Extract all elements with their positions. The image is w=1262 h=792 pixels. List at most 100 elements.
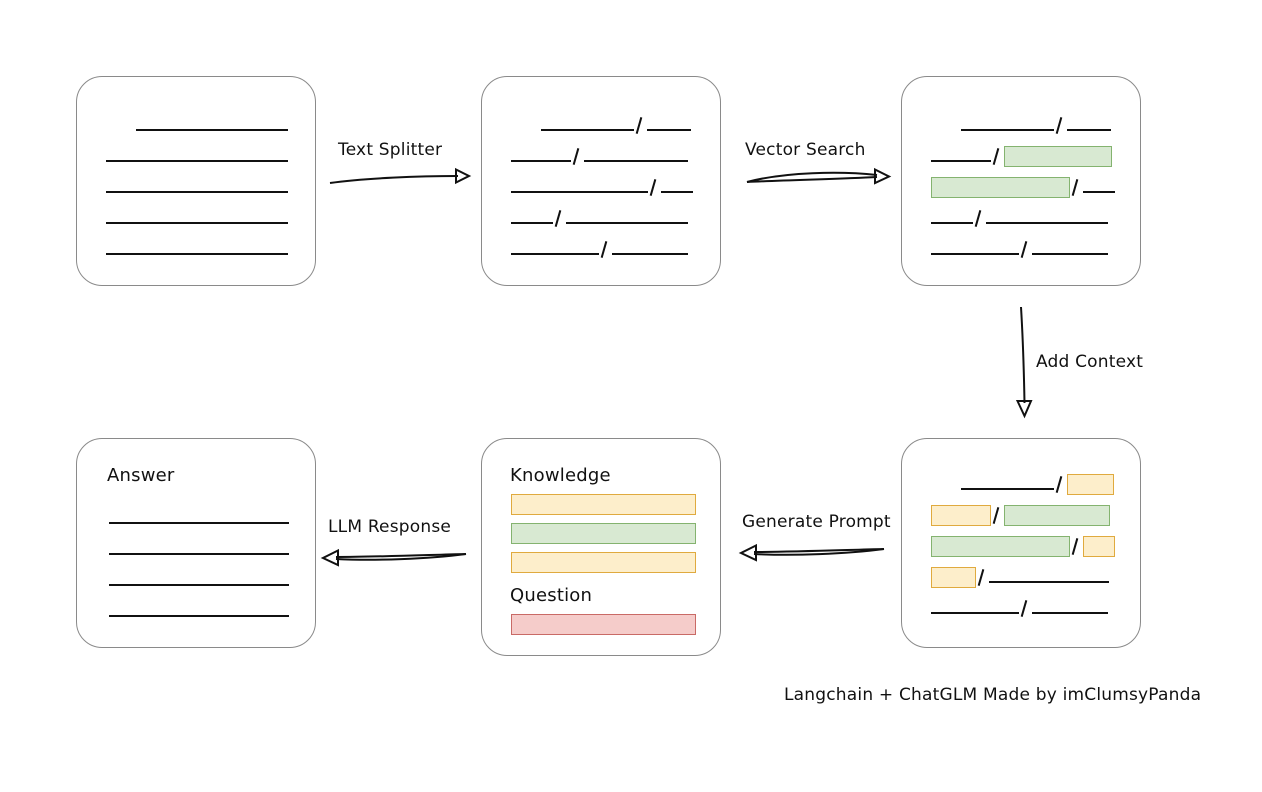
node-prompt[interactable]: Knowledge Question bbox=[481, 438, 721, 656]
text-rule bbox=[961, 129, 1054, 131]
text-line bbox=[136, 118, 288, 132]
slash-separator-icon bbox=[599, 242, 612, 257]
text-line bbox=[109, 542, 289, 556]
slash-separator-icon bbox=[634, 118, 647, 133]
text-rule bbox=[931, 612, 1019, 614]
slash-separator-icon bbox=[553, 211, 566, 226]
diagram-caption: Langchain + ChatGLM Made by imClumsyPand… bbox=[784, 685, 1202, 705]
text-rule bbox=[1067, 129, 1111, 131]
text-rule bbox=[566, 222, 688, 224]
prompt-bar-green bbox=[511, 523, 696, 544]
arrow-right-icon bbox=[746, 167, 892, 185]
text-rule bbox=[541, 129, 634, 131]
arrow-right-icon bbox=[329, 167, 472, 185]
edge-text-splitter[interactable]: Text Splitter bbox=[329, 140, 472, 190]
edge-text-splitter-label: Text Splitter bbox=[338, 140, 443, 160]
slash-separator-icon bbox=[1070, 539, 1083, 554]
text-rule bbox=[1032, 612, 1108, 614]
node-answer[interactable]: Answer bbox=[76, 438, 316, 648]
text-rule bbox=[989, 581, 1109, 583]
arrow-left-icon bbox=[738, 543, 885, 562]
slash-separator-icon bbox=[571, 149, 584, 164]
node-context-added[interactable] bbox=[901, 438, 1141, 648]
text-line bbox=[931, 535, 1115, 557]
text-rule bbox=[106, 222, 288, 224]
slash-separator-icon bbox=[648, 180, 661, 195]
highlight-chip-green bbox=[931, 176, 1070, 198]
text-line bbox=[106, 149, 288, 163]
prompt-bar-yellow bbox=[511, 494, 696, 515]
text-line bbox=[109, 573, 289, 587]
answer-label: Answer bbox=[107, 465, 175, 486]
highlight-chip-yellow bbox=[931, 566, 976, 588]
slash-separator-icon bbox=[1054, 477, 1067, 492]
slash-separator-icon bbox=[1019, 601, 1032, 616]
edge-vector-search[interactable]: Vector Search bbox=[745, 140, 892, 190]
text-rule bbox=[584, 160, 688, 162]
text-rule bbox=[511, 253, 599, 255]
highlight-chip-green bbox=[1004, 504, 1110, 526]
slash-separator-icon bbox=[976, 570, 989, 585]
edge-llm-response[interactable]: LLM Response bbox=[320, 517, 470, 567]
slash-separator-icon bbox=[1070, 180, 1083, 195]
text-line bbox=[961, 118, 1111, 132]
text-line bbox=[931, 504, 1110, 526]
edge-vector-search-label: Vector Search bbox=[745, 140, 866, 160]
edge-llm-response-label: LLM Response bbox=[328, 517, 452, 537]
prompt-bar-red bbox=[511, 614, 696, 635]
edge-add-context-label: Add Context bbox=[1036, 352, 1144, 372]
text-line bbox=[511, 149, 688, 163]
edge-generate-prompt-label: Generate Prompt bbox=[742, 512, 891, 532]
text-rule bbox=[931, 222, 973, 224]
text-line bbox=[541, 118, 691, 132]
slash-separator-icon bbox=[1054, 118, 1067, 133]
text-rule bbox=[109, 615, 289, 617]
text-line bbox=[511, 180, 693, 194]
highlight-chip-yellow bbox=[1067, 473, 1114, 495]
highlight-chip-green bbox=[1004, 145, 1112, 167]
text-rule bbox=[136, 129, 288, 131]
node-vector-matches[interactable] bbox=[901, 76, 1141, 286]
text-rule bbox=[647, 129, 691, 131]
text-rule bbox=[986, 222, 1108, 224]
text-rule bbox=[931, 253, 1019, 255]
node-source-document[interactable] bbox=[76, 76, 316, 286]
text-line bbox=[109, 604, 289, 618]
text-rule bbox=[109, 553, 289, 555]
text-line bbox=[931, 145, 1112, 167]
text-line bbox=[511, 211, 688, 225]
slash-separator-icon bbox=[1019, 242, 1032, 257]
text-rule bbox=[511, 191, 648, 193]
node-split-chunks[interactable] bbox=[481, 76, 721, 286]
text-rule bbox=[661, 191, 693, 193]
highlight-chip-green bbox=[931, 535, 1070, 557]
edge-generate-prompt[interactable]: Generate Prompt bbox=[738, 512, 891, 562]
text-line bbox=[961, 473, 1114, 495]
text-line bbox=[931, 176, 1115, 198]
text-line bbox=[931, 566, 1109, 588]
text-rule bbox=[511, 160, 571, 162]
text-rule bbox=[612, 253, 688, 255]
highlight-chip-yellow bbox=[931, 504, 991, 526]
text-rule bbox=[109, 522, 289, 524]
text-rule bbox=[1032, 253, 1108, 255]
text-rule bbox=[931, 160, 991, 162]
text-line bbox=[106, 242, 288, 256]
text-line bbox=[109, 511, 289, 525]
text-rule bbox=[511, 222, 553, 224]
slash-separator-icon bbox=[991, 508, 1004, 523]
knowledge-label: Knowledge bbox=[510, 465, 611, 486]
highlight-chip-yellow bbox=[1083, 535, 1115, 557]
arrow-left-icon bbox=[320, 548, 467, 567]
text-line bbox=[931, 601, 1108, 615]
text-rule bbox=[109, 584, 289, 586]
slash-separator-icon bbox=[973, 211, 986, 226]
prompt-bar-yellow bbox=[511, 552, 696, 573]
slash-separator-icon bbox=[991, 149, 1004, 164]
arrow-down-icon bbox=[1015, 306, 1033, 419]
edge-add-context[interactable]: Add Context bbox=[1000, 305, 1160, 420]
question-label: Question bbox=[510, 585, 593, 606]
text-rule bbox=[961, 488, 1054, 490]
text-rule bbox=[1083, 191, 1115, 193]
